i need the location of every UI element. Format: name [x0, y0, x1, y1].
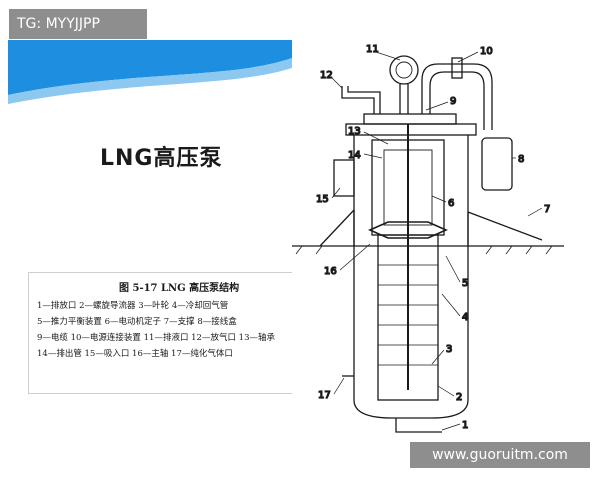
thrust-balance — [368, 221, 448, 239]
label-9: 9 — [450, 96, 456, 107]
label-2: 2 — [456, 392, 462, 403]
label-17: 17 — [318, 390, 331, 401]
left-panel: LNG高压泵 图 5-17 LNG 高压泵结构 1—排放口 2—螺旋导流器 3—… — [8, 40, 298, 440]
head-plate — [363, 113, 457, 125]
label-7: 7 — [544, 204, 550, 215]
discharge-port-1 — [395, 418, 442, 433]
junction-box-8 — [481, 137, 513, 191]
caption-line: 5—推力平衡装置 6—电动机定子 7—支撑 8—接线盒 — [37, 317, 237, 327]
label-4: 4 — [462, 312, 468, 323]
ground-hatch — [295, 245, 553, 255]
label-12: 12 — [320, 70, 333, 81]
pump-casing — [377, 234, 439, 401]
label-8: 8 — [518, 154, 524, 165]
label-3: 3 — [446, 344, 452, 355]
top-flange — [345, 123, 477, 136]
outer-vessel — [353, 135, 469, 419]
drain-port-11 — [389, 55, 419, 85]
flange-10 — [451, 57, 463, 79]
right-panel: 11 10 12 9 13 14 15 6 8 7 16 5 4 3 2 17 … — [292, 40, 600, 440]
watermark-bottom: www.guoruitm.com — [410, 442, 590, 468]
caption-line: 1—排放口 2—螺旋导流器 3—叶轮 4—冷却回气管 — [37, 301, 229, 311]
support-frame — [319, 209, 543, 247]
label-5: 5 — [462, 278, 468, 289]
figure-caption: 图 5-17 LNG 高压泵结构 1—排放口 2—螺旋导流器 3—叶轮 4—冷却… — [28, 272, 298, 394]
caption-line: 14—排出管 15—吸入口 16—主轴 17—纯化气体口 — [37, 349, 233, 359]
page-title: LNG高压泵 — [100, 146, 223, 171]
impeller-stages — [378, 264, 438, 366]
caption-line: 9—电缆 10—电源连接装置 11—排液口 12—放气口 13—轴承 — [37, 333, 275, 343]
pump-diagram: 11 10 12 9 13 14 15 6 8 7 16 5 4 3 2 17 … — [292, 43, 564, 433]
vent-port-12 — [341, 86, 381, 114]
label-15: 15 — [316, 194, 329, 205]
label-1: 1 — [462, 420, 468, 431]
label-16: 16 — [324, 266, 337, 277]
label-14: 14 — [348, 150, 361, 161]
leader-lines — [331, 51, 543, 431]
caption-title: 图 5-17 LNG 高压泵结构 — [119, 283, 240, 294]
label-6: 6 — [448, 198, 454, 209]
label-11: 11 — [366, 44, 379, 55]
label-13: 13 — [348, 126, 361, 137]
label-10: 10 — [480, 46, 493, 57]
watermark-top: TG: MYYJJPP — [9, 9, 147, 39]
power-conduit — [421, 63, 493, 130]
suction-inlet-15 — [333, 159, 355, 197]
blue-wave-decoration — [8, 40, 292, 104]
